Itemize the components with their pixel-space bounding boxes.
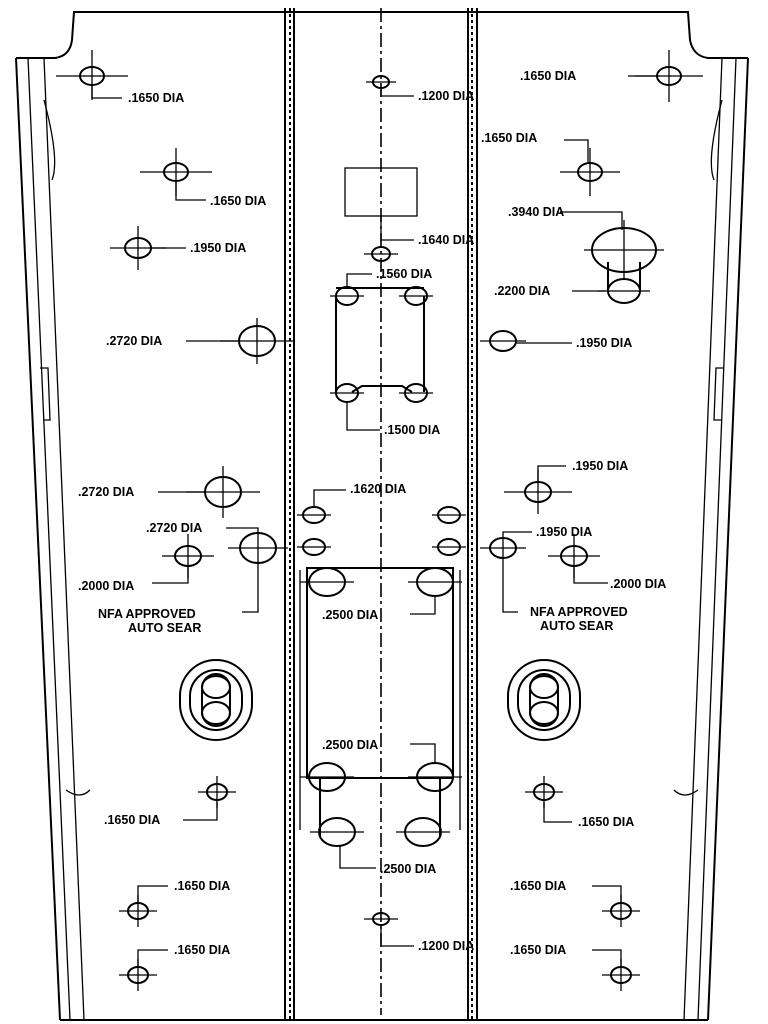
hole bbox=[297, 506, 331, 524]
dim-label: .1650 DIA bbox=[510, 879, 566, 893]
dim-label: .1200 DIA bbox=[418, 939, 474, 953]
hole bbox=[432, 506, 466, 524]
dim-label: .2500 DIA bbox=[380, 862, 436, 876]
dim-label: .2720 DIA bbox=[146, 521, 202, 535]
dim-label: .1650 DIA bbox=[104, 813, 160, 827]
hole bbox=[584, 220, 664, 280]
dim-label: .2000 DIA bbox=[78, 579, 134, 593]
leader-lines bbox=[91, 75, 660, 966]
dim-label: .1650 DIA bbox=[128, 91, 184, 105]
template-outline bbox=[15, 11, 749, 1021]
dim-label: .1950 DIA bbox=[190, 241, 246, 255]
dim-label: .2720 DIA bbox=[78, 485, 134, 499]
hole bbox=[300, 567, 354, 597]
dim-label: .1650 DIA bbox=[210, 194, 266, 208]
hole bbox=[525, 776, 563, 808]
holes bbox=[56, 50, 703, 991]
dim-label: .1560 DIA bbox=[376, 267, 432, 281]
dim-label: .2500 DIA bbox=[322, 608, 378, 622]
hole bbox=[297, 538, 331, 556]
dim-label: .1200 DIA bbox=[418, 89, 474, 103]
hole bbox=[560, 148, 620, 196]
hole bbox=[300, 762, 354, 792]
note-label: NFA APPROVED bbox=[98, 607, 196, 621]
dim-label: .1640 DIA bbox=[418, 233, 474, 247]
note-label: NFA APPROVED bbox=[530, 605, 628, 619]
dim-label: .3940 DIA bbox=[508, 205, 564, 219]
dim-label: .1650 DIA bbox=[174, 879, 230, 893]
dim-label: .2720 DIA bbox=[106, 334, 162, 348]
hole bbox=[399, 383, 433, 403]
center-rails bbox=[284, 8, 478, 1020]
dim-label: .1650 DIA bbox=[174, 943, 230, 957]
dim-label: .1500 DIA bbox=[384, 423, 440, 437]
hole bbox=[310, 817, 364, 847]
slot-feature-right bbox=[507, 659, 581, 741]
hole bbox=[364, 912, 398, 926]
dim-label: .1620 DIA bbox=[350, 482, 406, 496]
hole bbox=[396, 817, 450, 847]
note-label: AUTO SEAR bbox=[540, 619, 613, 633]
hole bbox=[399, 286, 433, 306]
dim-label: .2500 DIA bbox=[322, 738, 378, 752]
slot-feature-left bbox=[179, 659, 253, 741]
dimension-labels: .1650 DIA .1200 DIA .1650 DIA .1650 DIA … bbox=[78, 69, 666, 957]
hole bbox=[366, 75, 396, 89]
dim-label: .1950 DIA bbox=[576, 336, 632, 350]
dim-label: .2200 DIA bbox=[494, 284, 550, 298]
hole bbox=[598, 262, 650, 304]
hole bbox=[432, 538, 466, 556]
dim-label: .1650 DIA bbox=[510, 943, 566, 957]
hole bbox=[364, 246, 398, 262]
dim-label: .1950 DIA bbox=[572, 459, 628, 473]
dim-label: .1650 DIA bbox=[481, 131, 537, 145]
note-label: AUTO SEAR bbox=[128, 621, 201, 635]
dim-label: .1950 DIA bbox=[536, 525, 592, 539]
dim-label: .1650 DIA bbox=[578, 815, 634, 829]
hole bbox=[480, 330, 526, 352]
dim-label: .2000 DIA bbox=[610, 577, 666, 591]
lower-pocket bbox=[306, 567, 454, 779]
dim-label: .1650 DIA bbox=[520, 69, 576, 83]
